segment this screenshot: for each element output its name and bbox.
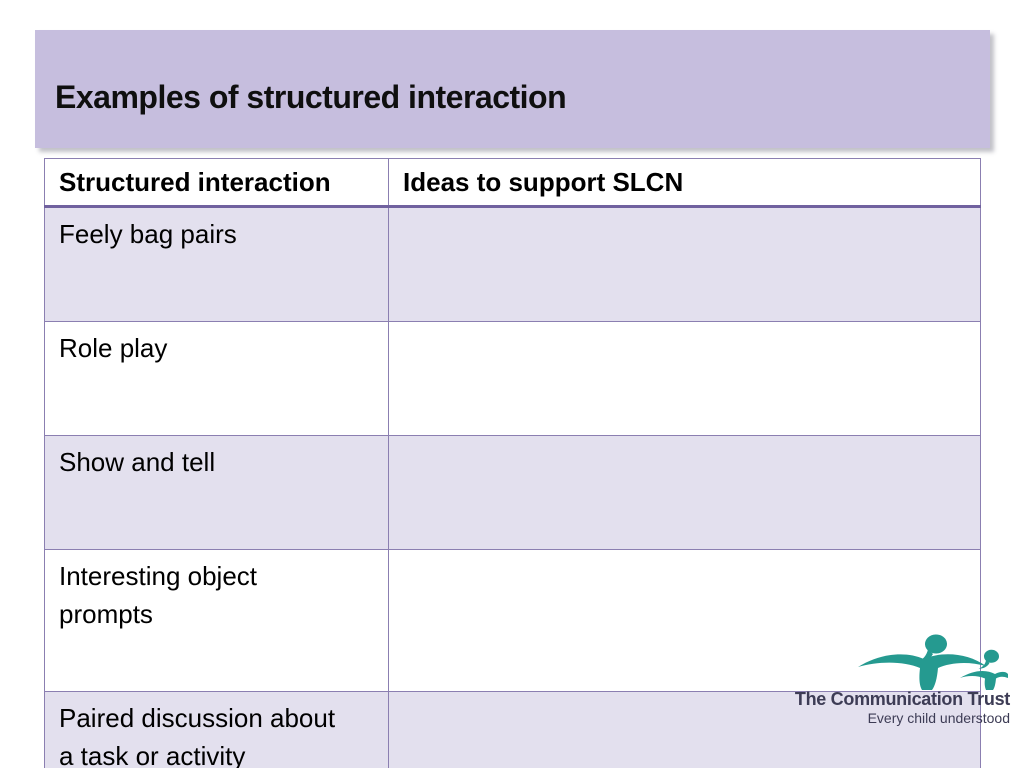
- table-row: Role play: [44, 321, 981, 436]
- table-row: Feely bag pairs: [44, 206, 981, 322]
- table-cell-ideas: [388, 549, 981, 692]
- column-header-ideas-to-support-slcn: Ideas to support SLCN: [388, 158, 981, 208]
- structured-interaction-table: Structured interaction Ideas to support …: [44, 158, 981, 768]
- logo-name: The Communication Trust: [794, 689, 1010, 709]
- column-header-structured-interaction: Structured interaction: [44, 158, 389, 208]
- table-row: Paired discussion about a task or activi…: [44, 691, 981, 768]
- slide-title: Examples of structured interaction: [55, 78, 567, 115]
- table-cell-interaction: Role play: [44, 321, 389, 436]
- table-cell-interaction: Interesting object prompts: [44, 549, 389, 692]
- communication-trust-figures-icon: [858, 634, 1008, 690]
- table-cell-interaction: Show and tell: [44, 435, 389, 550]
- table-row: Show and tell: [44, 435, 981, 550]
- table-cell-ideas: [388, 206, 981, 322]
- title-banner: Examples of structured interaction: [35, 30, 990, 148]
- table-header-row: Structured interaction Ideas to support …: [44, 158, 981, 208]
- table-cell-interaction: Feely bag pairs: [44, 206, 389, 322]
- table-cell-ideas: [388, 321, 981, 436]
- communication-trust-logo: The Communication Trust Every child unde…: [786, 634, 1010, 726]
- table-cell-ideas: [388, 435, 981, 550]
- logo-tagline: Every child understood: [867, 709, 1010, 726]
- table-row: Interesting object prompts: [44, 549, 981, 692]
- table-cell-ideas: [388, 691, 981, 768]
- table-cell-interaction: Paired discussion about a task or activi…: [44, 691, 389, 768]
